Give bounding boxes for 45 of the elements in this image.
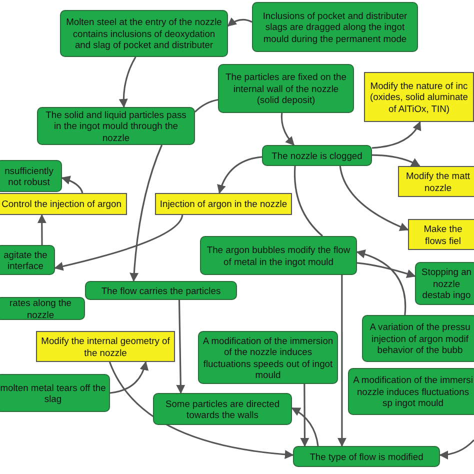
arrow — [372, 121, 421, 149]
process-box: The solid and liquid particles pass in the ingot mould through the nozzle — [37, 107, 195, 145]
action-box: Modify the matt nozzle — [398, 166, 474, 197]
arrow — [227, 17, 252, 27]
arrow — [61, 176, 84, 194]
process-box: A modification of the immersion of the nozzle induces fluctuations speeds out of ingot mould — [198, 331, 338, 384]
arrow — [356, 262, 416, 278]
arrow — [300, 384, 310, 447]
action-box: Modify the internal geometry of the nozzle — [36, 331, 175, 362]
arrow — [337, 275, 346, 447]
arrow — [356, 250, 406, 316]
arrow — [439, 439, 474, 460]
process-box: The flow carries the particles — [85, 281, 237, 300]
process-box: Inclusions of pocket and distributer slags are dragged along the ingot mould during the permanent mode — [252, 2, 418, 52]
process-box: rates along the nozzle — [0, 297, 85, 320]
arrow — [110, 361, 148, 394]
process-box: A modification of the immersi nozzle induces fluctuations sp ingot mould — [348, 368, 474, 415]
action-box: Injection of argon in the nozzle — [155, 193, 292, 215]
connector-line — [194, 98, 218, 113]
action-box: Modify the nature of inc (oxides, solid aluminate of AlTiOx, TIN) — [364, 72, 474, 122]
action-box: Control the injection of argon — [0, 193, 127, 215]
arrow — [108, 362, 294, 459]
arrow — [119, 56, 136, 108]
process-box: molten metal tears off the slag — [0, 374, 110, 412]
process-box: The nozzle is clogged — [262, 145, 372, 166]
arrow — [176, 300, 186, 394]
arrow — [339, 166, 409, 231]
process-box: nsufficiently not robust — [0, 160, 62, 192]
action-box: Make the flows fiel — [408, 219, 474, 250]
arrow — [130, 144, 163, 282]
arrow — [372, 154, 420, 167]
arrow — [217, 156, 262, 194]
arrow — [54, 214, 184, 271]
arrow — [37, 214, 46, 245]
process-box: Stopping an nozzle destab ingo — [415, 262, 474, 305]
process-box: Molten steel at the entry of the nozzle contains inclusions of deoxydation and slag of pocket and distributer — [60, 10, 228, 57]
arrow — [291, 407, 319, 446]
process-box: The argon bubbles modify the flow of metal in the ingot mould — [200, 236, 357, 275]
process-box: Some particles are directed towards the walls — [153, 393, 292, 425]
process-box: The type of flow is modified — [293, 446, 440, 467]
arrow — [280, 112, 294, 146]
connector-line — [294, 166, 323, 237]
process-box: agitate the interface — [0, 245, 55, 275]
process-box: The particles are fixed on the internal wall of the nozzle (solid deposit) — [218, 64, 354, 113]
process-box: A variation of the pressu injection of argon modif behavior of the bubb — [362, 315, 474, 362]
